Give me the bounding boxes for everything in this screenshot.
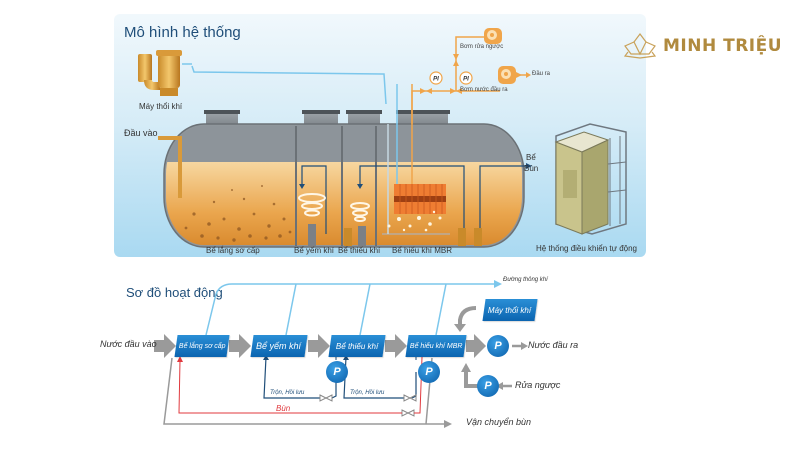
sludge-transport-line: [163, 357, 446, 425]
sediment-particles: [184, 185, 292, 242]
sludge-tank-label-2: Bùn: [524, 164, 539, 173]
pressure-gauge-icon: PI: [459, 71, 473, 85]
control-cabinet-icon: [554, 123, 627, 235]
system-model-illustration: PI PI: [138, 28, 627, 248]
tank-label-aerobic-mbr: Bể hiếu khí MBR: [392, 246, 453, 255]
backwash-label: Rửa ngược: [515, 380, 561, 390]
flow-box-anoxic: Bể thiếu khí: [328, 335, 386, 357]
pressure-gauge-icon: PI: [429, 71, 443, 85]
svg-text:PI: PI: [463, 77, 469, 83]
outlet-label: Đầu ra: [532, 71, 551, 77]
air-line: [205, 283, 494, 336]
sludge-transport-label: Vận chuyển bùn: [466, 417, 532, 427]
tank-label-primary-settling: Bể lắng sơ cấp: [206, 246, 260, 255]
inlet-label: Đầu vào: [124, 128, 158, 138]
control-system-label: Hệ thống điều khiển tự động: [536, 244, 637, 253]
blower-label: Máy thổi khí: [139, 102, 183, 111]
sludge-tank-label-1: Bể: [526, 153, 536, 162]
air-pipe: [191, 65, 387, 105]
inlet-pipe: [158, 136, 182, 198]
outlet-water-label: Nước đầu ra: [528, 340, 579, 350]
mbr-membrane-module: [382, 84, 450, 235]
mbr-recirc-pump-icon: P: [418, 361, 440, 383]
treatment-tank: [163, 123, 525, 248]
lotus-logo-icon: [623, 33, 657, 59]
outlet-pump-label: Bơm nước đầu ra: [460, 87, 508, 93]
svg-text:PI: PI: [433, 77, 439, 83]
flow-box-aerobic-mbr: Bể hiếu khí MBR: [405, 335, 467, 357]
flow-box-primary-settling: Bể lắng sơ cấp: [174, 335, 230, 357]
flow-diagram-lines: [154, 280, 528, 428]
backwash-pump-icon: [484, 28, 502, 44]
mixing-swirl-icon: [350, 202, 370, 222]
flow-arrows: [154, 334, 486, 358]
backwash-pump-label: Bơm rửa ngược: [460, 44, 504, 50]
recirc-label-1: Trộn, Hồi lưu: [270, 390, 305, 396]
blower-icon: [138, 50, 192, 96]
tank-label-anaerobic: Bể yếm khí: [294, 246, 335, 255]
outlet-pump-icon: [498, 66, 516, 84]
sludge-line: [178, 359, 402, 414]
tank-label-anoxic: Bể thiếu khí: [338, 246, 381, 255]
sludge-label: Bùn: [276, 404, 291, 413]
valve-icon: [319, 394, 417, 417]
anoxic-recirc-pump-icon: P: [326, 361, 348, 383]
model-title: Mô hình hệ thống: [124, 24, 241, 41]
flow-box-blower: Máy thổi khí: [482, 299, 538, 321]
recirc-label-2: Trộn, Hồi lưu: [350, 390, 385, 396]
mixing-swirl-icon: [298, 193, 326, 217]
flow-title: Sơ đồ hoạt động: [126, 285, 223, 300]
flow-box-anaerobic: Bể yếm khí: [250, 335, 308, 357]
system-model-panel: Mô hình hệ thống: [114, 14, 646, 257]
air-line-label: Đường thông khí: [503, 277, 548, 283]
valve-icon: [420, 54, 522, 94]
blower-arrow: [458, 306, 477, 326]
aeration-bubbles: [387, 210, 442, 232]
backwash-pump-icon: P: [477, 375, 499, 397]
inlet-water-label: Nước đầu vào: [100, 339, 157, 349]
outlet-pump-icon: P: [487, 335, 509, 357]
brand-name: MINH TRIỆU: [663, 36, 783, 56]
